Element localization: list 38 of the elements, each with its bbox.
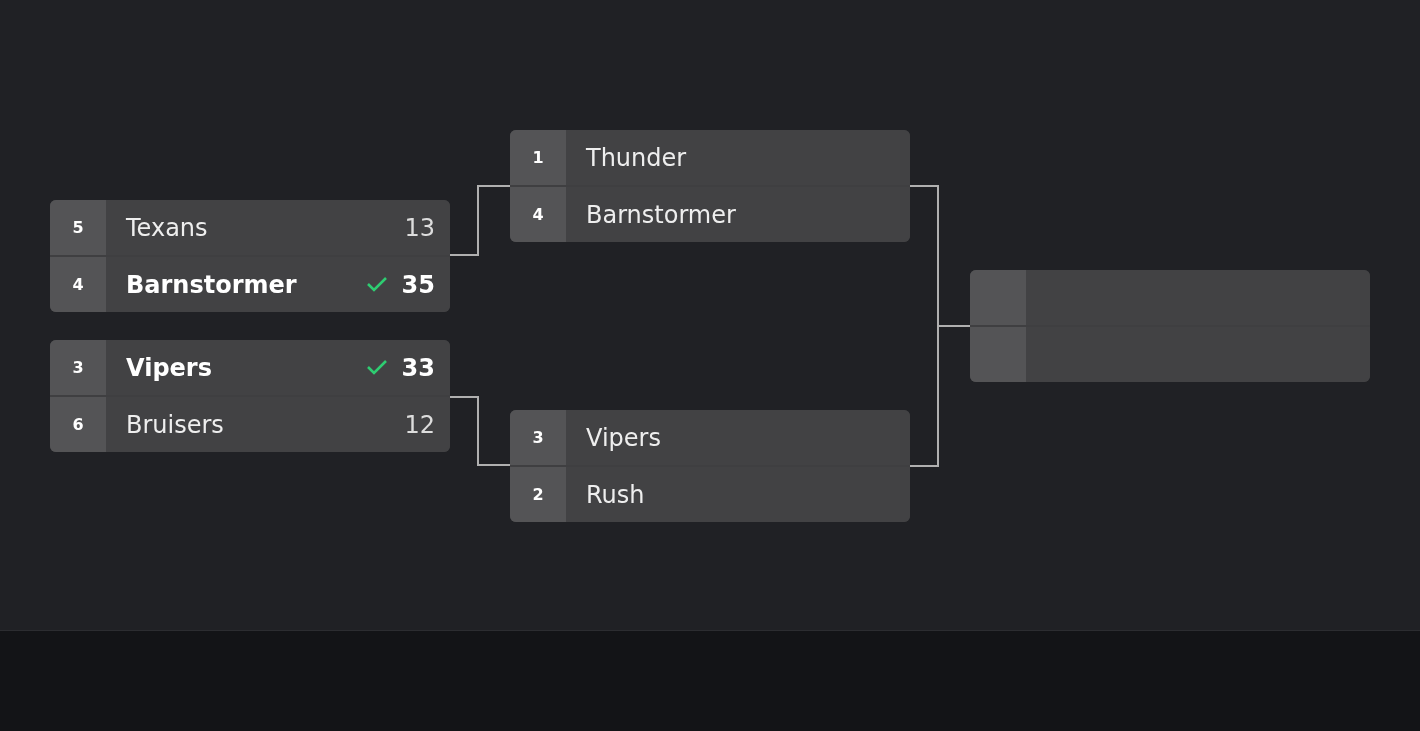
match-box (510, 410, 910, 522)
team-row (510, 187, 910, 242)
seed-number: 1 (510, 130, 566, 185)
team-score: 33 (401, 354, 435, 382)
bracket-connector (909, 325, 971, 467)
empty-slot-row (970, 327, 1370, 382)
bracket-connector (449, 396, 511, 466)
team-score: 35 (401, 271, 435, 299)
bracket-connector (449, 185, 511, 256)
seed-number: 5 (50, 200, 106, 255)
match-box (970, 270, 1370, 382)
team-name: Texans (126, 214, 208, 242)
team-row (50, 397, 450, 452)
team-row (510, 130, 910, 185)
team-name: Vipers (126, 354, 212, 382)
team-row (50, 340, 450, 395)
seed-number: 3 (50, 340, 106, 395)
seed-number: 4 (50, 257, 106, 312)
team-name: Thunder (586, 144, 687, 172)
team-row (50, 200, 450, 255)
team-name: Bruisers (126, 411, 224, 439)
team-score: 12 (404, 411, 435, 439)
match-box (50, 340, 450, 452)
match-box (50, 200, 450, 312)
seed-number: 4 (510, 187, 566, 242)
team-score: 13 (404, 214, 435, 242)
seed-number: 3 (510, 410, 566, 465)
team-name: Barnstormer (586, 201, 736, 229)
team-name: Vipers (586, 424, 661, 452)
team-row (50, 257, 450, 312)
team-row (510, 467, 910, 522)
empty-slot-row (970, 270, 1370, 325)
seed-number: 6 (50, 397, 106, 452)
match-box (510, 130, 910, 242)
seed-number: 2 (510, 467, 566, 522)
team-name: Barnstormer (126, 271, 297, 299)
team-row (510, 410, 910, 465)
team-name: Rush (586, 481, 645, 509)
